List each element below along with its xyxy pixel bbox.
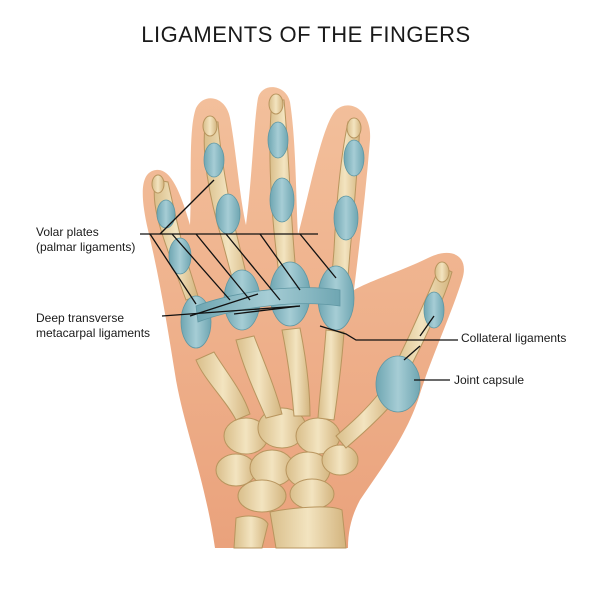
label-volar-plates: Volar plates [36,225,99,239]
leader-lines [140,179,458,381]
label-metacarpal-ligaments: metacarpal ligaments [36,326,150,340]
fingertip-bones [151,93,450,283]
diagram-title: LIGAMENTS OF THE FINGERS [141,22,471,47]
label-deep-transverse: Deep transverse [36,311,124,325]
label-collateral-ligaments: Collateral ligaments [461,331,566,345]
ligament-capsules [156,121,445,413]
label-joint-capsule: Joint capsule [454,373,524,387]
label-palmar-ligaments: (palmar ligaments) [36,240,135,254]
metacarpal-bones [195,327,393,449]
